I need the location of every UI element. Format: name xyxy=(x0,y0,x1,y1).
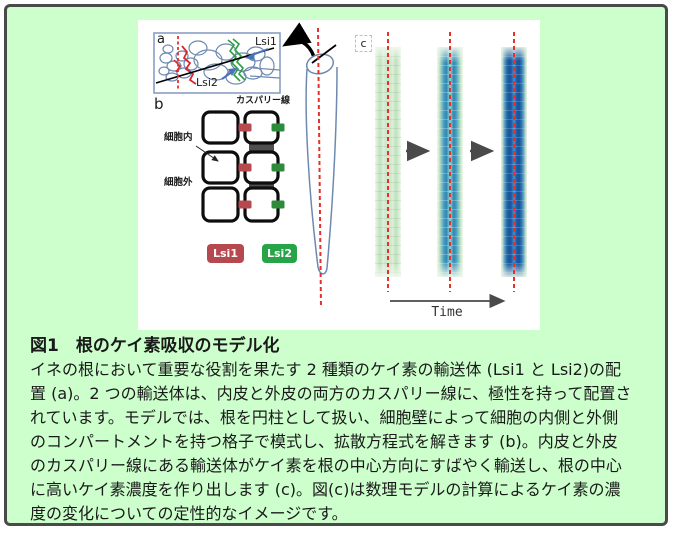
caption-title: 図1 根のケイ素吸収のモデル化 xyxy=(30,336,280,356)
caption-line: に高いケイ素濃度を作り出します (c)。図(c)は数理モデルの計算によるケイ素の… xyxy=(30,480,621,499)
cell-wall-connector xyxy=(249,142,274,153)
lsi1-membrane-line xyxy=(181,45,197,85)
caption-line: のコンパートメントを持つ格子で模式し、拡散方程式を解きます (b)。内皮と外皮 xyxy=(30,432,618,451)
legend-chip-lsi1: Lsi1 xyxy=(207,244,244,263)
figure-image: a Lsi1 Lsi2 b カスパリー線 細胞内 細胞外 Lsi1 Lsi2 c… xyxy=(138,20,540,330)
concentration-bar-t2 xyxy=(437,47,463,277)
caption-line: れています。モデルでは、根を円柱として扱い、細胞壁によって細胞の内側と外側 xyxy=(30,408,619,427)
lsi1-transporters xyxy=(238,123,252,209)
panel-a-label: a xyxy=(157,32,165,47)
lsi1-annotation: Lsi1 xyxy=(255,35,277,48)
panel-b-lattice xyxy=(195,110,285,223)
root-cut-line xyxy=(311,44,337,64)
figure-drawing xyxy=(153,22,515,309)
caption-line: のカスパリー線にある輸送体がケイ素を根の中心方向にすばやく輸送し、根の中心 xyxy=(30,456,622,475)
time-axis-label: Time xyxy=(431,305,463,320)
concentration-bar-t1 xyxy=(375,47,401,277)
zoom-link-arrow xyxy=(282,22,316,58)
panel-b-label: b xyxy=(154,95,164,113)
figure-caption: 図1 根のケイ素吸収のモデル化 イネの根において重要な役割を果たす 2 種類のケ… xyxy=(30,334,658,526)
lsi1-pointer-arrow xyxy=(251,48,269,56)
lsi2-pointer-arrow xyxy=(221,71,233,80)
panel-c-label: c xyxy=(355,35,372,52)
center-axis-dashed-lines xyxy=(317,27,515,309)
caption-line: 度の変化についての定性的なイメージです。 xyxy=(30,504,348,523)
caption-line: 置 (a)。2 つの輸送体は、内皮と外皮の両方のカスパリー線に、極性を持って配置… xyxy=(30,384,632,403)
concentration-bar-t3 xyxy=(501,47,527,277)
lsi2-annotation: Lsi2 xyxy=(196,76,218,89)
cell-outside-label: 細胞外 xyxy=(164,177,193,188)
cell-inside-label: 細胞内 xyxy=(164,132,193,143)
casparian-strip-label: カスパリー線 xyxy=(235,96,290,106)
legend-chip-lsi2: Lsi2 xyxy=(262,244,297,263)
lsi2-membrane-line xyxy=(227,39,241,82)
cell-inside-pointer xyxy=(195,145,219,162)
cell-wall-connector xyxy=(249,180,274,190)
lsi2-transporters xyxy=(271,123,285,209)
caption-line: イネの根において重要な役割を果たす 2 種類のケイ素の輸送体 (Lsi1 と L… xyxy=(30,360,622,379)
root-sketch xyxy=(305,44,338,275)
